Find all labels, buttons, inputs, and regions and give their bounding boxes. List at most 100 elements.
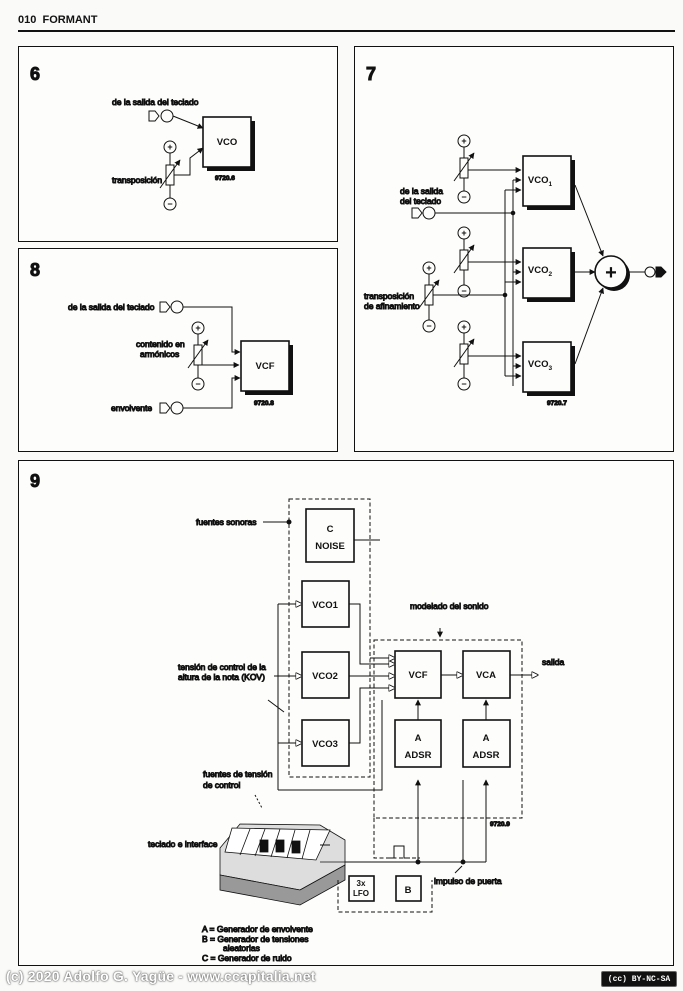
fig9-vco1-label: VCO1 bbox=[312, 600, 339, 611]
fig6-vco-block bbox=[202, 116, 252, 168]
fig9-kov-label-1: tensión de control de la bbox=[178, 662, 266, 672]
fig9-legend-a: A = Generador de envolvente bbox=[202, 924, 313, 934]
fig6-vco-label: VCO bbox=[217, 137, 238, 148]
fig9-shaping-group bbox=[373, 639, 523, 819]
figure-9-panel bbox=[18, 460, 674, 966]
fig9-gate-pulse-icon bbox=[388, 845, 410, 859]
fig7-output-jack-icon bbox=[655, 266, 667, 278]
fig6-pot-wire bbox=[174, 147, 204, 176]
fig8-env-label: envolvente bbox=[111, 403, 152, 413]
figure-7-number: 7 bbox=[366, 64, 376, 84]
figure-7-panel bbox=[354, 46, 674, 452]
fig7-input-label-1: de la salida bbox=[400, 186, 443, 196]
fig9-code: 9720.9 bbox=[490, 821, 510, 828]
figure-9: 9 fuentes sonoras C NOISE VCO1 VCO2 VCO3… bbox=[30, 471, 565, 964]
fig9-noise-label-2: NOISE bbox=[315, 541, 345, 552]
fig7-pot-label-1: transposición bbox=[364, 291, 414, 301]
fig7-input-label-2: del teclado bbox=[400, 196, 441, 206]
header-rule bbox=[18, 30, 675, 32]
fig7-vco1-to-mixer bbox=[574, 184, 604, 257]
svg-text:+: + bbox=[461, 228, 466, 238]
fig7-vco2-block bbox=[522, 247, 572, 299]
page-header: 010 FORMANT bbox=[18, 14, 97, 26]
fig9-lfo-label-2: LFO bbox=[353, 889, 369, 898]
fig8-env-socket-icon bbox=[170, 401, 184, 415]
fig6-input-wire bbox=[172, 115, 204, 129]
fig9-output-label: salida bbox=[542, 657, 564, 667]
fig8-env-wire bbox=[183, 375, 241, 409]
fig7-fine-pot-2: + − bbox=[453, 226, 522, 298]
fig9-legend-b-2: aleatorias bbox=[223, 943, 260, 953]
svg-text:−: − bbox=[195, 379, 200, 389]
fig7-input-jack-icon bbox=[411, 207, 423, 219]
fig9-cv-label-1: fuentes de tensión bbox=[203, 769, 273, 779]
fig7-fine-pot-1: + − bbox=[453, 134, 522, 204]
fig9-noise-block bbox=[305, 508, 355, 563]
svg-text:+: + bbox=[461, 136, 466, 146]
fig9-cv-label-2: de control bbox=[203, 780, 240, 790]
fig9-kov-tick bbox=[267, 699, 285, 713]
fig9-kov-label-2: altura de la nota (KOV) bbox=[178, 672, 265, 682]
figure-7: 7 VCO1 VCO2 VCO3 + de la salida del tecl… bbox=[364, 64, 667, 408]
fig9-keyboard-icon bbox=[219, 823, 375, 906]
svg-text:+: + bbox=[461, 322, 466, 332]
fig6-pot-label: transposición bbox=[112, 175, 162, 185]
fig7-input-socket-icon bbox=[422, 206, 436, 220]
fig9-adsr-label-2: ADSR bbox=[473, 750, 500, 761]
fig9-lfo-block bbox=[348, 875, 375, 902]
fig6-plus-sign: + bbox=[167, 142, 172, 152]
fig9-adsr-label-1: ADSR bbox=[405, 750, 432, 761]
fig9-shaping-label: modelado del sonido bbox=[410, 601, 489, 611]
fig8-pot-minus-icon bbox=[191, 377, 205, 391]
figure-6-panel bbox=[18, 46, 338, 242]
fig9-vco2-label: VCO2 bbox=[312, 671, 338, 682]
fig7-vco3-label: VCO3 bbox=[528, 359, 553, 372]
svg-text:−: − bbox=[426, 321, 431, 331]
fig8-input-jack-icon bbox=[159, 301, 171, 313]
fig9-keyboard-label: teclado e interface bbox=[148, 839, 218, 849]
fig7-pot-label-2: de afinamiento bbox=[364, 301, 420, 311]
fig7-fine-pot-3: + − bbox=[453, 320, 522, 391]
figure-9-number: 9 bbox=[30, 471, 40, 491]
fig9-legend-b-1: B = Generador de tensiones bbox=[202, 934, 309, 944]
fig6-pot-minus-icon bbox=[163, 197, 177, 211]
fig9-sources-group bbox=[288, 498, 371, 778]
fig9-adsr-a-letter-1: A bbox=[415, 733, 422, 744]
fig8-vcf-block bbox=[240, 340, 290, 392]
license-label: BY-NC-SA bbox=[631, 974, 671, 984]
fig9-modulators-group bbox=[337, 880, 433, 913]
fig9-noise-label-1: C bbox=[327, 524, 334, 535]
svg-text:+: + bbox=[426, 263, 431, 273]
fig7-vco2-label: VCO2 bbox=[528, 265, 553, 278]
fig9-random-label: B bbox=[405, 885, 412, 896]
license-badge[interactable]: (cc) BY-NC-SA bbox=[601, 971, 677, 987]
fig7-mixer-symbol: + bbox=[605, 262, 617, 284]
fig6-pot-arrow bbox=[159, 159, 181, 189]
fig7-master-pot-minus-icon bbox=[422, 319, 436, 333]
fig8-code: 9720.8 bbox=[254, 400, 274, 407]
fig9-vco3-label: VCO3 bbox=[312, 739, 338, 750]
svg-text:−: − bbox=[461, 286, 466, 296]
fig6-minus-sign: − bbox=[167, 199, 172, 209]
fig9-legend-c: C = Generador de ruido bbox=[202, 953, 292, 963]
magazine-title: FORMANT bbox=[42, 14, 98, 26]
svg-text:+: + bbox=[195, 323, 200, 333]
fig9-sources-label: fuentes sonoras bbox=[196, 517, 256, 527]
fig6-input-jack-icon bbox=[148, 110, 160, 122]
fig6-input-socket-icon bbox=[160, 109, 174, 123]
fig6-input-label: de la salida del teclado bbox=[112, 97, 199, 107]
figure-8: 8 de la salida del teclado VCF + − conte… bbox=[30, 260, 293, 415]
fig9-gate-label: impulso de puerta bbox=[434, 876, 502, 886]
page-number: 010 bbox=[18, 14, 37, 26]
fig7-vco3-block bbox=[522, 341, 572, 393]
figure-6-number: 6 bbox=[30, 64, 40, 84]
fig8-pot-label-2: armónicos bbox=[140, 349, 179, 359]
fig7-vco1-block bbox=[522, 155, 572, 207]
fig7-code: 9720.7 bbox=[547, 400, 567, 407]
fig8-input-socket-icon bbox=[170, 300, 184, 314]
fig8-env-jack-icon bbox=[159, 402, 171, 414]
fig9-cv-wire bbox=[278, 700, 383, 791]
fig8-input-label: de la salida del teclado bbox=[68, 302, 155, 312]
fig9-lfo-label-1: 3x bbox=[357, 879, 366, 888]
